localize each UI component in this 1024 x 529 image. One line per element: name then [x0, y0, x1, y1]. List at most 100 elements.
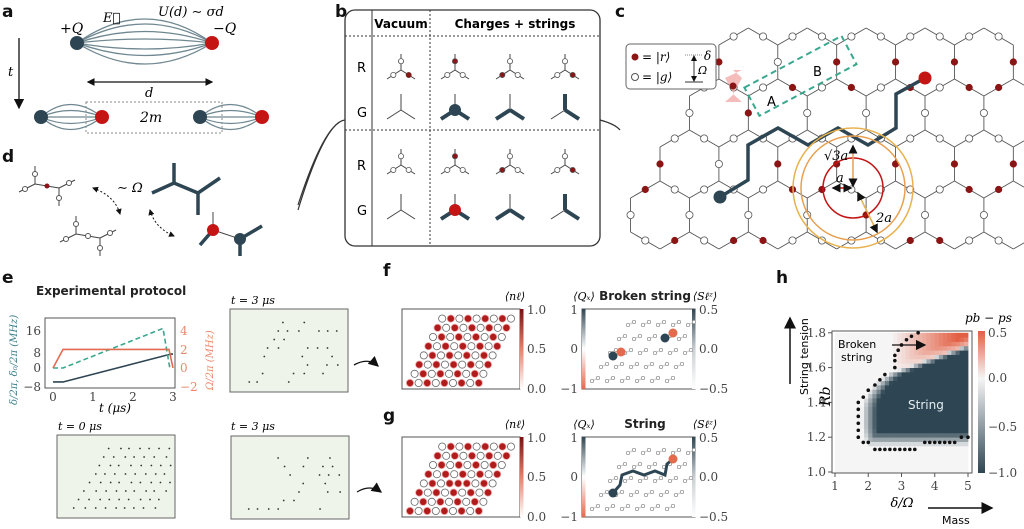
header-vacuum: Vacuum: [374, 17, 427, 31]
heatmap-cell: [922, 354, 927, 360]
boundary-dot: [947, 440, 952, 445]
heatmap-cell: [880, 363, 886, 368]
atom-dot: [326, 330, 329, 332]
heatmap-cell: [843, 463, 848, 469]
heatmap-cell: [864, 428, 869, 434]
heatmap-cell: [868, 428, 873, 434]
heatmap-cell: [951, 432, 956, 438]
heatmap-cell: [938, 432, 944, 438]
occupancy-site: [428, 460, 437, 469]
heatmap-cell: [922, 385, 927, 390]
heatmap-cell: [951, 376, 956, 382]
rydberg-atom: [891, 160, 900, 168]
heatmap-cell: [926, 432, 931, 438]
heatmap-cell: [963, 337, 969, 342]
site: [634, 378, 640, 384]
heatmap-cell: [889, 432, 894, 438]
heatmap-cell: [847, 432, 853, 438]
snapshot-frame: [230, 435, 350, 520]
heatmap-cell: [926, 424, 931, 429]
heatmap-cell: [947, 341, 952, 347]
heatmap-cell: [851, 354, 857, 360]
atom-dot: [133, 490, 136, 492]
occupancy-site: [489, 442, 498, 451]
heatmap-cell: [868, 432, 873, 438]
heatmap-cell: [847, 454, 853, 460]
label: 1.0: [527, 303, 546, 317]
occupancy-site: [446, 460, 455, 469]
heatmap-cell: [951, 385, 956, 390]
heatmap-cell: [918, 398, 923, 403]
heatmap-cell: [951, 463, 956, 469]
atom-dot: [108, 498, 111, 501]
heatmap-cell: [897, 380, 902, 386]
site: [661, 319, 667, 325]
atom-dot: [139, 481, 142, 484]
heatmap-cell: [851, 458, 857, 464]
label: String: [624, 417, 666, 431]
heatmap-cell: [835, 389, 840, 395]
heatmap-cell: [959, 415, 965, 421]
boundary-dot: [893, 358, 897, 363]
heatmap-cell: [947, 428, 952, 434]
heatmap-cell: [930, 467, 936, 473]
heatmap-cell: [905, 411, 911, 416]
heatmap-cell: [855, 467, 861, 473]
heatmap-cell: [901, 341, 907, 347]
occupancy-site: [489, 314, 498, 323]
heatmap-cell: [864, 424, 869, 429]
heatmap-cell: [905, 385, 911, 390]
charge-red: [918, 71, 932, 85]
heatmap-cell: [851, 406, 857, 412]
atom-snapshots: [56, 308, 350, 520]
heatmap-cell: [955, 385, 961, 390]
site: [673, 364, 679, 370]
site: [640, 503, 646, 509]
string-path: [611, 457, 674, 494]
heatmap-cell: [884, 398, 890, 403]
heatmap-cell: [868, 354, 873, 360]
heatmap-cell: [859, 389, 865, 395]
site: [616, 336, 622, 342]
heatmap-cell: [913, 441, 919, 447]
occupancy-site: [471, 351, 480, 360]
site: [646, 319, 652, 325]
heatmap-cell: [872, 389, 877, 395]
label: 1.2: [807, 430, 826, 444]
heatmap-cell: [918, 354, 923, 360]
heatmap-cell: [880, 458, 886, 464]
occupancy-site: [437, 332, 446, 341]
label: 0.5: [699, 303, 718, 317]
heatmap-cell: [918, 445, 923, 451]
heatmap-cell: [922, 411, 927, 416]
heatmap-cell: [876, 345, 882, 351]
ground-atom: [773, 58, 782, 67]
heatmap-cell: [905, 380, 911, 386]
heatmap-cell: [839, 385, 844, 390]
heatmap-cell: [938, 411, 944, 416]
occupancy-site: [480, 332, 489, 341]
heatmap-cell: [868, 458, 873, 464]
site: [652, 333, 658, 339]
occupancy-site: [459, 451, 468, 460]
heatmap-cell: [943, 345, 948, 351]
boundary-dot: [866, 440, 871, 445]
ground-atom: [759, 32, 768, 41]
heatmap-cell: [926, 337, 931, 342]
occupancy-site: [415, 360, 424, 369]
site: [610, 503, 616, 509]
heatmap-cell: [876, 398, 882, 403]
heatmap-cell: [963, 419, 969, 425]
heatmap-cell: [930, 402, 936, 408]
heatmap-cell: [864, 406, 869, 412]
atom-dot: [327, 474, 330, 476]
heatmap-cell: [835, 450, 840, 455]
heatmap-cell: [893, 411, 898, 416]
heatmap-cell: [930, 445, 936, 451]
heatmap-cell: [901, 398, 907, 403]
heatmap-cell: [893, 406, 898, 412]
heatmap-cell: [918, 467, 923, 473]
heatmap-cell: [963, 376, 969, 382]
site: [506, 153, 513, 160]
